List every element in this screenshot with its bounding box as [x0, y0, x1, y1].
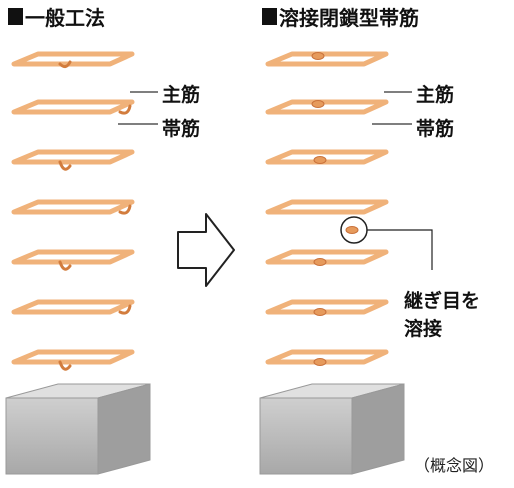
right-title: 溶接閉鎖型帯筋 [262, 2, 419, 31]
left-hoop-3 [11, 149, 135, 165]
right-hoops [265, 51, 389, 365]
left-hoop-6 [11, 299, 135, 315]
left-hoop-7 [11, 349, 135, 365]
conceptual-diagram-note: （概念図） [414, 456, 495, 475]
right-main-rebars-front [270, 44, 386, 404]
left-main-rebar-label: 主筋 [162, 84, 201, 106]
square-bullet-icon [262, 8, 277, 25]
left-hoop-5 [11, 249, 135, 265]
right-hoop-label: 帯筋 [416, 118, 455, 140]
left-hoops [11, 51, 135, 365]
right-concrete-base [259, 383, 405, 475]
right-hoop-5 [265, 249, 389, 265]
weld-callout [340, 216, 433, 270]
left-hoop-1 [11, 51, 135, 67]
right-hoop-3 [265, 149, 389, 165]
square-bullet-icon [8, 8, 23, 25]
right-hoop-2 [265, 99, 389, 115]
weld-note-line1: 継ぎ目を [404, 290, 481, 312]
left-main-rebars-front [16, 44, 132, 404]
right-leader-lines [372, 91, 412, 125]
left-leader-lines [118, 91, 158, 125]
right-hoop-4 [265, 199, 389, 215]
left-concrete-base [5, 383, 151, 475]
right-hoop-1 [265, 51, 389, 67]
right-column [259, 38, 433, 475]
left-hoop-4 [11, 199, 135, 215]
left-title-text: 一般工法 [25, 6, 105, 30]
right-main-rebar-label: 主筋 [416, 84, 455, 106]
right-title-text: 溶接閉鎖型帯筋 [279, 6, 419, 30]
weld-note-line2: 溶接 [404, 318, 443, 340]
right-hoop-6 [265, 299, 389, 315]
left-hoop-2 [11, 99, 135, 115]
right-arrow-outline-icon [177, 213, 235, 287]
left-column [5, 38, 158, 475]
left-hoop-label: 帯筋 [162, 118, 201, 140]
left-title: 一般工法 [8, 2, 105, 31]
right-hoop-7 [265, 349, 389, 365]
